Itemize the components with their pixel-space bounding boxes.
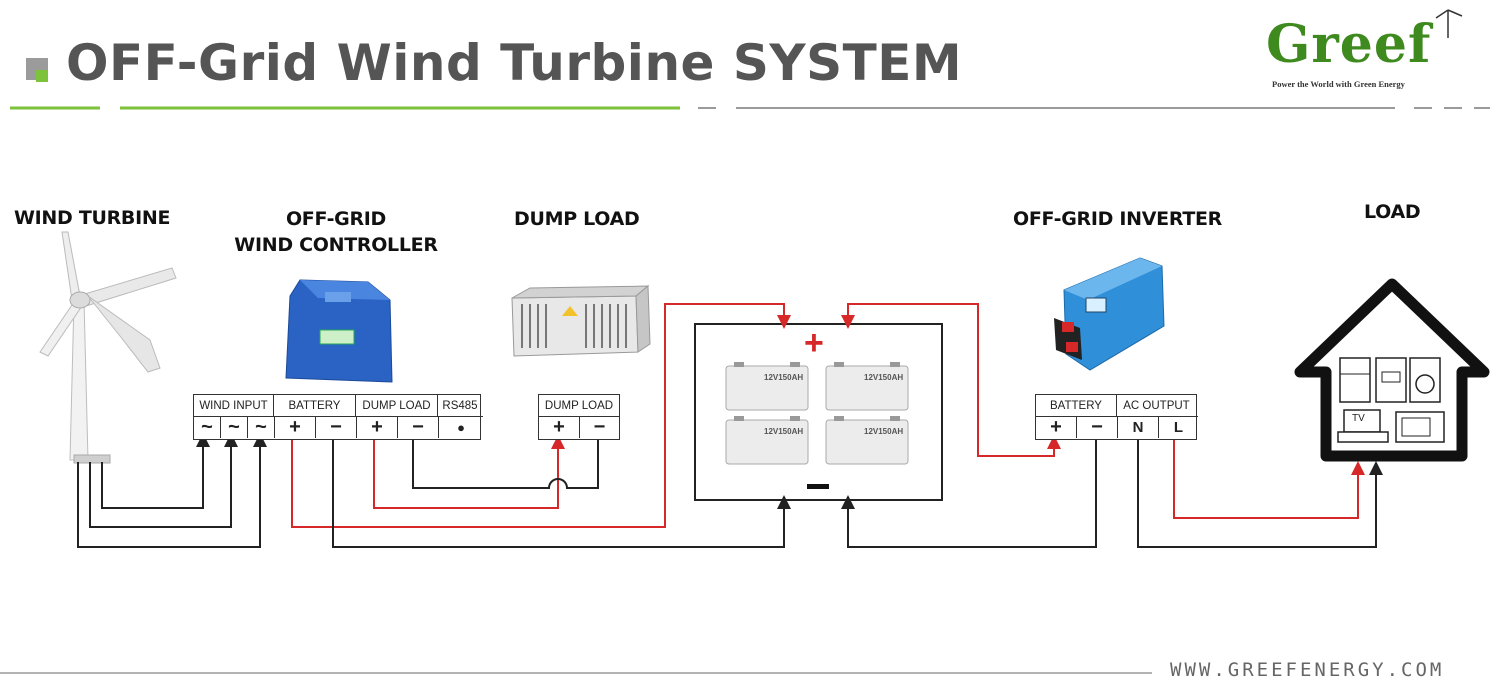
terminal-dump-minus: −: [398, 416, 439, 438]
wind-turbine-label: WIND TURBINE: [14, 207, 171, 229]
inverter-terminal-header-ac-output: AC OUTPUT: [1123, 399, 1190, 412]
battery-minus-bar: [807, 484, 829, 489]
battery-cell-label-2: 12V150AH: [864, 373, 904, 382]
inverter-terminal-line: L: [1159, 416, 1198, 438]
logo-tagline: Power the World with Green Energy: [1272, 79, 1405, 89]
footer-website-link[interactable]: WWW.GREEFENERGY.COM: [1170, 659, 1445, 681]
inverter-terminal-plus: +: [1036, 416, 1077, 438]
terminal-header-battery: BATTERY: [274, 395, 356, 416]
wind-controller-drawing: [285, 279, 393, 383]
wind-turbine-drawing: [39, 231, 177, 464]
logo-text: Greef: [1266, 14, 1432, 75]
terminal-ac-2: ~: [221, 416, 248, 438]
header-divider: [10, 106, 1490, 110]
terminal-header-rs485: RS485: [442, 399, 478, 412]
terminal-header-dump-load: DUMP LOAD: [356, 395, 438, 416]
terminal-ac-1: ~: [194, 416, 221, 438]
dump-load-terminal-plus: +: [539, 416, 580, 438]
load-label: LOAD: [1364, 201, 1421, 223]
inverter-terminal-header-battery: BATTERY: [1036, 395, 1117, 416]
terminal-dump-plus: +: [357, 416, 398, 438]
dump-load-terminal-minus: −: [580, 416, 619, 438]
controller-label-line1: OFF-GRID: [285, 208, 387, 230]
title-bullet-accent: [36, 70, 48, 82]
dump-load-terminal-block: DUMP LOAD + −: [538, 394, 620, 440]
inverter-terminal-neutral: N: [1118, 416, 1159, 438]
terminal-battery-plus: +: [275, 416, 316, 438]
terminal-rs485-pin: ●: [439, 416, 483, 438]
dump-load-terminal-header: DUMP LOAD: [544, 399, 614, 412]
battery-cell-label-3: 12V150AH: [764, 427, 804, 436]
inverter-terminal-block: BATTERY AC OUTPUT + − N L: [1035, 394, 1198, 440]
inverter-label: OFF-GRID INVERTER: [1013, 208, 1222, 230]
inverter-terminal-minus: −: [1077, 416, 1118, 438]
terminal-battery-minus: −: [316, 416, 357, 438]
controller-terminal-block: WIND INPUT BATTERY DUMP LOAD RS485 ~ ~ ~…: [193, 394, 483, 440]
page-title: OFF-Grid Wind Turbine SYSTEM: [66, 34, 963, 92]
dump-load-drawing: [511, 284, 651, 357]
inverter-drawing: [1054, 257, 1165, 371]
battery-cell-label-4: 12V150AH: [864, 427, 904, 436]
dump-load-label: DUMP LOAD: [514, 208, 640, 230]
tv-label: TV: [1352, 413, 1365, 424]
battery-plus-symbol: +: [804, 324, 824, 362]
logo-turbine-icon: [1435, 9, 1463, 38]
terminal-header-wind-input: WIND INPUT: [194, 395, 274, 416]
house-load-drawing: [1294, 278, 1490, 462]
terminal-ac-3: ~: [248, 416, 275, 438]
controller-label-line2: WIND CONTROLLER: [234, 234, 438, 256]
battery-cell-label-1: 12V150AH: [764, 373, 804, 382]
